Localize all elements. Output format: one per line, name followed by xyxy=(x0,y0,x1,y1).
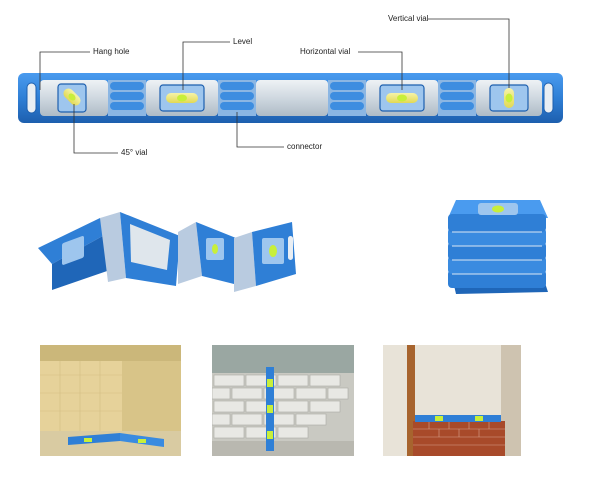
callout-line-hang-hole xyxy=(39,51,90,90)
vertical-vial-icon xyxy=(489,84,529,112)
callout-hang-hole: Hang hole xyxy=(93,47,130,56)
connector-3 xyxy=(328,80,366,116)
callout-line-horizontal-vial xyxy=(358,51,403,90)
stack-layer-1 xyxy=(448,200,548,232)
photo-corner-wall xyxy=(40,345,181,456)
straight-level xyxy=(18,73,563,123)
level-vial-icon xyxy=(159,84,205,112)
zigzag-level xyxy=(38,212,296,292)
callout-vertical-vial: Vertical vial xyxy=(388,14,429,23)
callout-horizontal-vial: Horizontal vial xyxy=(300,47,351,56)
segment-3 xyxy=(256,80,328,116)
callout-line-connector xyxy=(236,112,284,148)
hang-hole-right-icon xyxy=(543,82,554,114)
callout-lines xyxy=(39,18,510,154)
segment-4 xyxy=(366,80,438,116)
connector-4 xyxy=(438,80,476,116)
stack-edge-highlights xyxy=(452,231,542,275)
photo-doorframe-brick xyxy=(383,345,521,456)
callout-level: Level xyxy=(233,37,253,46)
segment-1 xyxy=(26,80,108,116)
segment-5 xyxy=(476,80,554,116)
callout-line-level xyxy=(182,41,230,90)
horizontal-vial-icon xyxy=(379,84,425,112)
callout-connector: connector xyxy=(287,142,323,151)
callout-45-vial: 45° vial xyxy=(121,148,148,157)
hang-hole-left-icon xyxy=(26,82,37,114)
connector-1 xyxy=(108,80,146,116)
connector-2 xyxy=(218,80,256,116)
callout-line-vertical-vial xyxy=(428,18,510,88)
stacked-level xyxy=(448,200,548,294)
callout-line-45-vial xyxy=(73,104,118,154)
vial-45-icon xyxy=(57,83,87,113)
photo-brick-wall xyxy=(212,345,354,456)
segment-2 xyxy=(146,80,218,116)
